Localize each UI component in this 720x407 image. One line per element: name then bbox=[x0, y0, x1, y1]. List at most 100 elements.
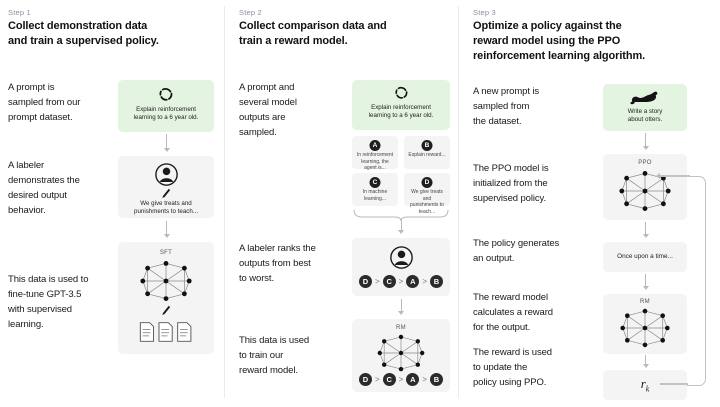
step-3-description-2: The PPO model is initialized from the su… bbox=[473, 163, 549, 204]
option-text-c: In machine learning... bbox=[362, 189, 388, 202]
step-1-title-line-2: and train a supervised policy. bbox=[8, 35, 159, 47]
option-text-b: Explain reward... bbox=[408, 152, 446, 158]
connector-line bbox=[645, 133, 646, 147]
ranking-row: D > C > A > B bbox=[352, 274, 450, 288]
step-1-labeler-caption: We give treats and punishments to teach.… bbox=[134, 200, 198, 215]
step-1-prompt-box: Explain reinforcement learning to a 6 ye… bbox=[118, 80, 214, 132]
ppo-feedback-tail-line bbox=[660, 383, 688, 385]
option-text-a: In reinforcement learning, the agent is.… bbox=[356, 152, 394, 171]
step-2-description-2: A labeler ranks the outputs from best to… bbox=[239, 243, 316, 284]
option-badge-a: A bbox=[369, 140, 381, 151]
rank-separator: > bbox=[374, 374, 380, 384]
connector-arrowhead bbox=[163, 234, 170, 238]
rank-badge-1: D bbox=[358, 372, 372, 386]
step-1-description-1: A prompt is sampled from our prompt data… bbox=[8, 82, 81, 123]
neural-network-icon bbox=[352, 334, 450, 372]
step-2-column: Step 2 Collect comparison data and train… bbox=[231, 0, 458, 407]
ppo-feedback-arrowhead bbox=[656, 173, 660, 179]
step-2-ranking-box: D > C > A > B bbox=[352, 238, 450, 296]
step-2-title-line-1: Collect comparison data and bbox=[239, 20, 387, 32]
step-3-output-box: Once upon a time... bbox=[603, 242, 687, 272]
option-badge-c: C bbox=[369, 177, 381, 188]
neural-network-icon bbox=[603, 169, 687, 213]
documents-icon bbox=[118, 320, 214, 344]
step-2-rm-box: RM D > C > A > bbox=[352, 319, 450, 392]
sft-tag: SFT bbox=[159, 250, 173, 256]
step-1-label: Step 1 bbox=[8, 8, 31, 17]
rank-badge-4: B bbox=[430, 372, 443, 386]
recycle-arrows-icon bbox=[352, 84, 450, 101]
step-2-title: Collect comparison data and train a rewa… bbox=[239, 19, 457, 49]
rank-separator: > bbox=[398, 374, 404, 384]
step-3-rm-box: RM bbox=[603, 294, 687, 354]
step-3-reward-box: rk bbox=[603, 370, 687, 400]
connector-line bbox=[645, 222, 646, 235]
step-1-labeler-box: We give treats and punishments to teach.… bbox=[118, 156, 214, 218]
rank-separator: > bbox=[422, 276, 427, 286]
option-card-b: B Explain reward... bbox=[404, 136, 450, 169]
option-card-d: D We give treats and punishments to teac… bbox=[404, 173, 450, 215]
rank-separator: > bbox=[422, 374, 427, 384]
otter-icon bbox=[603, 89, 687, 106]
connector-arrowhead bbox=[398, 311, 404, 315]
step-3-title: Optimize a policy against the reward mod… bbox=[473, 19, 718, 64]
option-badge-b: B bbox=[421, 140, 433, 151]
step-2-label: Step 2 bbox=[239, 8, 262, 17]
step-3-column: Step 3 Optimize a policy against the rew… bbox=[465, 0, 720, 407]
step-3-ppo-box: PPO bbox=[603, 154, 687, 220]
pencil-icon bbox=[118, 187, 214, 199]
step-1-column: Step 1 Collect demonstration data and tr… bbox=[0, 0, 224, 407]
step-1-description-3: This data is used to fine-tune GPT-3.5 w… bbox=[8, 274, 89, 330]
neural-network-icon bbox=[603, 307, 687, 349]
option-card-c: C In machine learning... bbox=[352, 173, 398, 206]
step-2-description-3: This data is used to train our reward mo… bbox=[239, 335, 310, 376]
ppo-feedback-arrow-line bbox=[660, 175, 690, 177]
step-1-title-line-1: Collect demonstration data bbox=[8, 20, 148, 32]
step-3-description-1: A new prompt is sampled from the dataset… bbox=[473, 86, 540, 127]
step-3-description-3: The policy generates an output. bbox=[473, 238, 560, 264]
rank-badge-4: B bbox=[430, 274, 443, 288]
step-2-prompt-box: Explain reinforcement learning to a 6 ye… bbox=[352, 80, 450, 130]
connector-arrowhead bbox=[163, 148, 170, 152]
step-3-title-line-1: Optimize a policy against the bbox=[473, 20, 622, 32]
rank-separator: > bbox=[374, 276, 380, 286]
step-2-prompt-caption: Explain reinforcement learning to a 6 ye… bbox=[368, 104, 434, 119]
connector-arrowhead bbox=[642, 146, 649, 150]
person-avatar-icon bbox=[118, 161, 214, 187]
step-2-title-line-2: train a reward model. bbox=[239, 35, 348, 47]
step-3-description-5: The reward is used to update the policy … bbox=[473, 347, 552, 388]
rank-badge-3: A bbox=[406, 372, 420, 386]
step-1-prompt-caption: Explain reinforcement learning to a 6 ye… bbox=[133, 106, 199, 121]
ppo-tag: PPO bbox=[638, 160, 652, 166]
step-3-description-4: The reward model calculates a reward for… bbox=[473, 292, 553, 333]
connector-line bbox=[400, 299, 402, 312]
connector-line bbox=[166, 221, 167, 235]
connector-arrowhead bbox=[642, 364, 649, 368]
step-1-sft-box: SFT bbox=[118, 242, 214, 354]
connector-arrowhead bbox=[642, 234, 649, 238]
step-3-prompt-caption: Write a story about otters. bbox=[627, 108, 663, 123]
rank-separator: > bbox=[398, 276, 404, 286]
person-avatar-icon bbox=[352, 244, 450, 270]
column-divider-2 bbox=[458, 6, 459, 398]
rank-badge-1: D bbox=[358, 274, 372, 288]
connector-line bbox=[400, 219, 402, 231]
reward-symbol: rk bbox=[603, 376, 687, 394]
connector-arrowhead bbox=[642, 286, 649, 290]
reward-symbol-base: r bbox=[640, 376, 646, 391]
step-3-title-line-2: reward model using the PPO bbox=[473, 35, 621, 47]
ppo-feedback-loop bbox=[687, 176, 706, 386]
step-2-description-1: A prompt and several model outputs are s… bbox=[239, 82, 297, 138]
step-3-label: Step 3 bbox=[473, 8, 496, 17]
rank-badge-3: A bbox=[406, 274, 420, 288]
rm-tag: RM bbox=[396, 325, 406, 331]
step-3-output-text: Once upon a time... bbox=[617, 253, 673, 260]
step-3-title-line-3: reinforcement learning algorithm. bbox=[473, 50, 646, 62]
column-divider-1 bbox=[224, 6, 225, 398]
connector-line bbox=[645, 274, 646, 287]
pencil-icon bbox=[118, 304, 214, 316]
option-badge-d: D bbox=[421, 177, 433, 188]
step-1-title: Collect demonstration data and train a s… bbox=[8, 19, 223, 49]
step-1-description-2: A labeler demonstrates the desired outpu… bbox=[8, 160, 80, 216]
